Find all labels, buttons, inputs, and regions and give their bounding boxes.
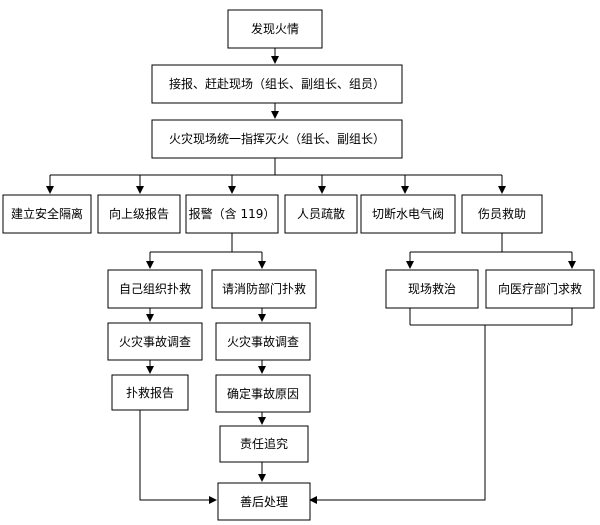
- arrow-rescue-report-to-aftermath: [139, 410, 217, 504]
- node-alarm-label: 报警（含 119）: [189, 206, 276, 221]
- node-discover-label: 发现火情: [251, 21, 299, 36]
- node-aftermath-label: 善后处理: [240, 494, 288, 509]
- node-report-superior: 向上级报告: [97, 194, 181, 234]
- node-fire-dept-label: 请消防部门扑救: [222, 281, 306, 296]
- node-medical-dept-label: 向医疗部门求救: [498, 281, 582, 296]
- node-report-rush: 接报、赶赴现场（组长、副组长、组员）: [151, 64, 403, 104]
- node-command: 火灾现场统一指挥灭火（组长、副组长）: [151, 119, 403, 159]
- node-accountability-label: 责任追究: [240, 436, 288, 451]
- node-self-rescue: 自己组织扑救: [107, 269, 203, 309]
- node-report-rush-label: 接报、赶赴现场（组长、副组长、组员）: [169, 76, 385, 91]
- arrow-right-to-aftermath: [309, 325, 486, 504]
- node-self-rescue-label: 自己组织扑救: [119, 281, 191, 296]
- node-accountability: 责任追究: [219, 425, 309, 463]
- node-investigation-middle-label: 火灾事故调查: [227, 334, 299, 349]
- node-investigation-left: 火灾事故调查: [107, 322, 203, 361]
- node-rescue-label: 伤员救助: [478, 206, 526, 221]
- node-evacuation-label: 人员疏散: [297, 206, 345, 221]
- node-cut-utilities: 切断水电气阀: [360, 194, 456, 234]
- node-command-label: 火灾现场统一指挥灭火（组长、副组长）: [169, 131, 385, 146]
- node-investigation-left-label: 火灾事故调查: [119, 334, 191, 349]
- node-onsite-aid-label: 现场救治: [408, 281, 456, 296]
- node-alarm: 报警（含 119）: [185, 194, 279, 234]
- node-report-superior-label: 向上级报告: [109, 206, 169, 221]
- node-onsite-aid: 现场救治: [385, 269, 479, 309]
- node-rescue-report-label: 扑救报告: [126, 385, 174, 400]
- node-isolation-label: 建立安全隔离: [11, 206, 83, 221]
- node-discover: 发现火情: [227, 9, 323, 49]
- node-cut-utilities-label: 切断水电气阀: [372, 206, 444, 221]
- node-isolation: 建立安全隔离: [2, 194, 92, 234]
- connectors: [46, 48, 576, 504]
- node-determine-cause-label: 确定事故原因: [227, 386, 299, 401]
- node-determine-cause: 确定事故原因: [215, 374, 311, 413]
- node-medical-dept: 向医疗部门求救: [485, 269, 595, 309]
- node-investigation-middle: 火灾事故调查: [215, 322, 311, 361]
- node-rescue-report: 扑救报告: [111, 374, 189, 411]
- node-fire-dept: 请消防部门扑救: [211, 269, 317, 309]
- node-evacuation: 人员疏散: [284, 194, 358, 234]
- node-aftermath: 善后处理: [217, 482, 311, 521]
- node-rescue: 伤员救助: [461, 194, 543, 234]
